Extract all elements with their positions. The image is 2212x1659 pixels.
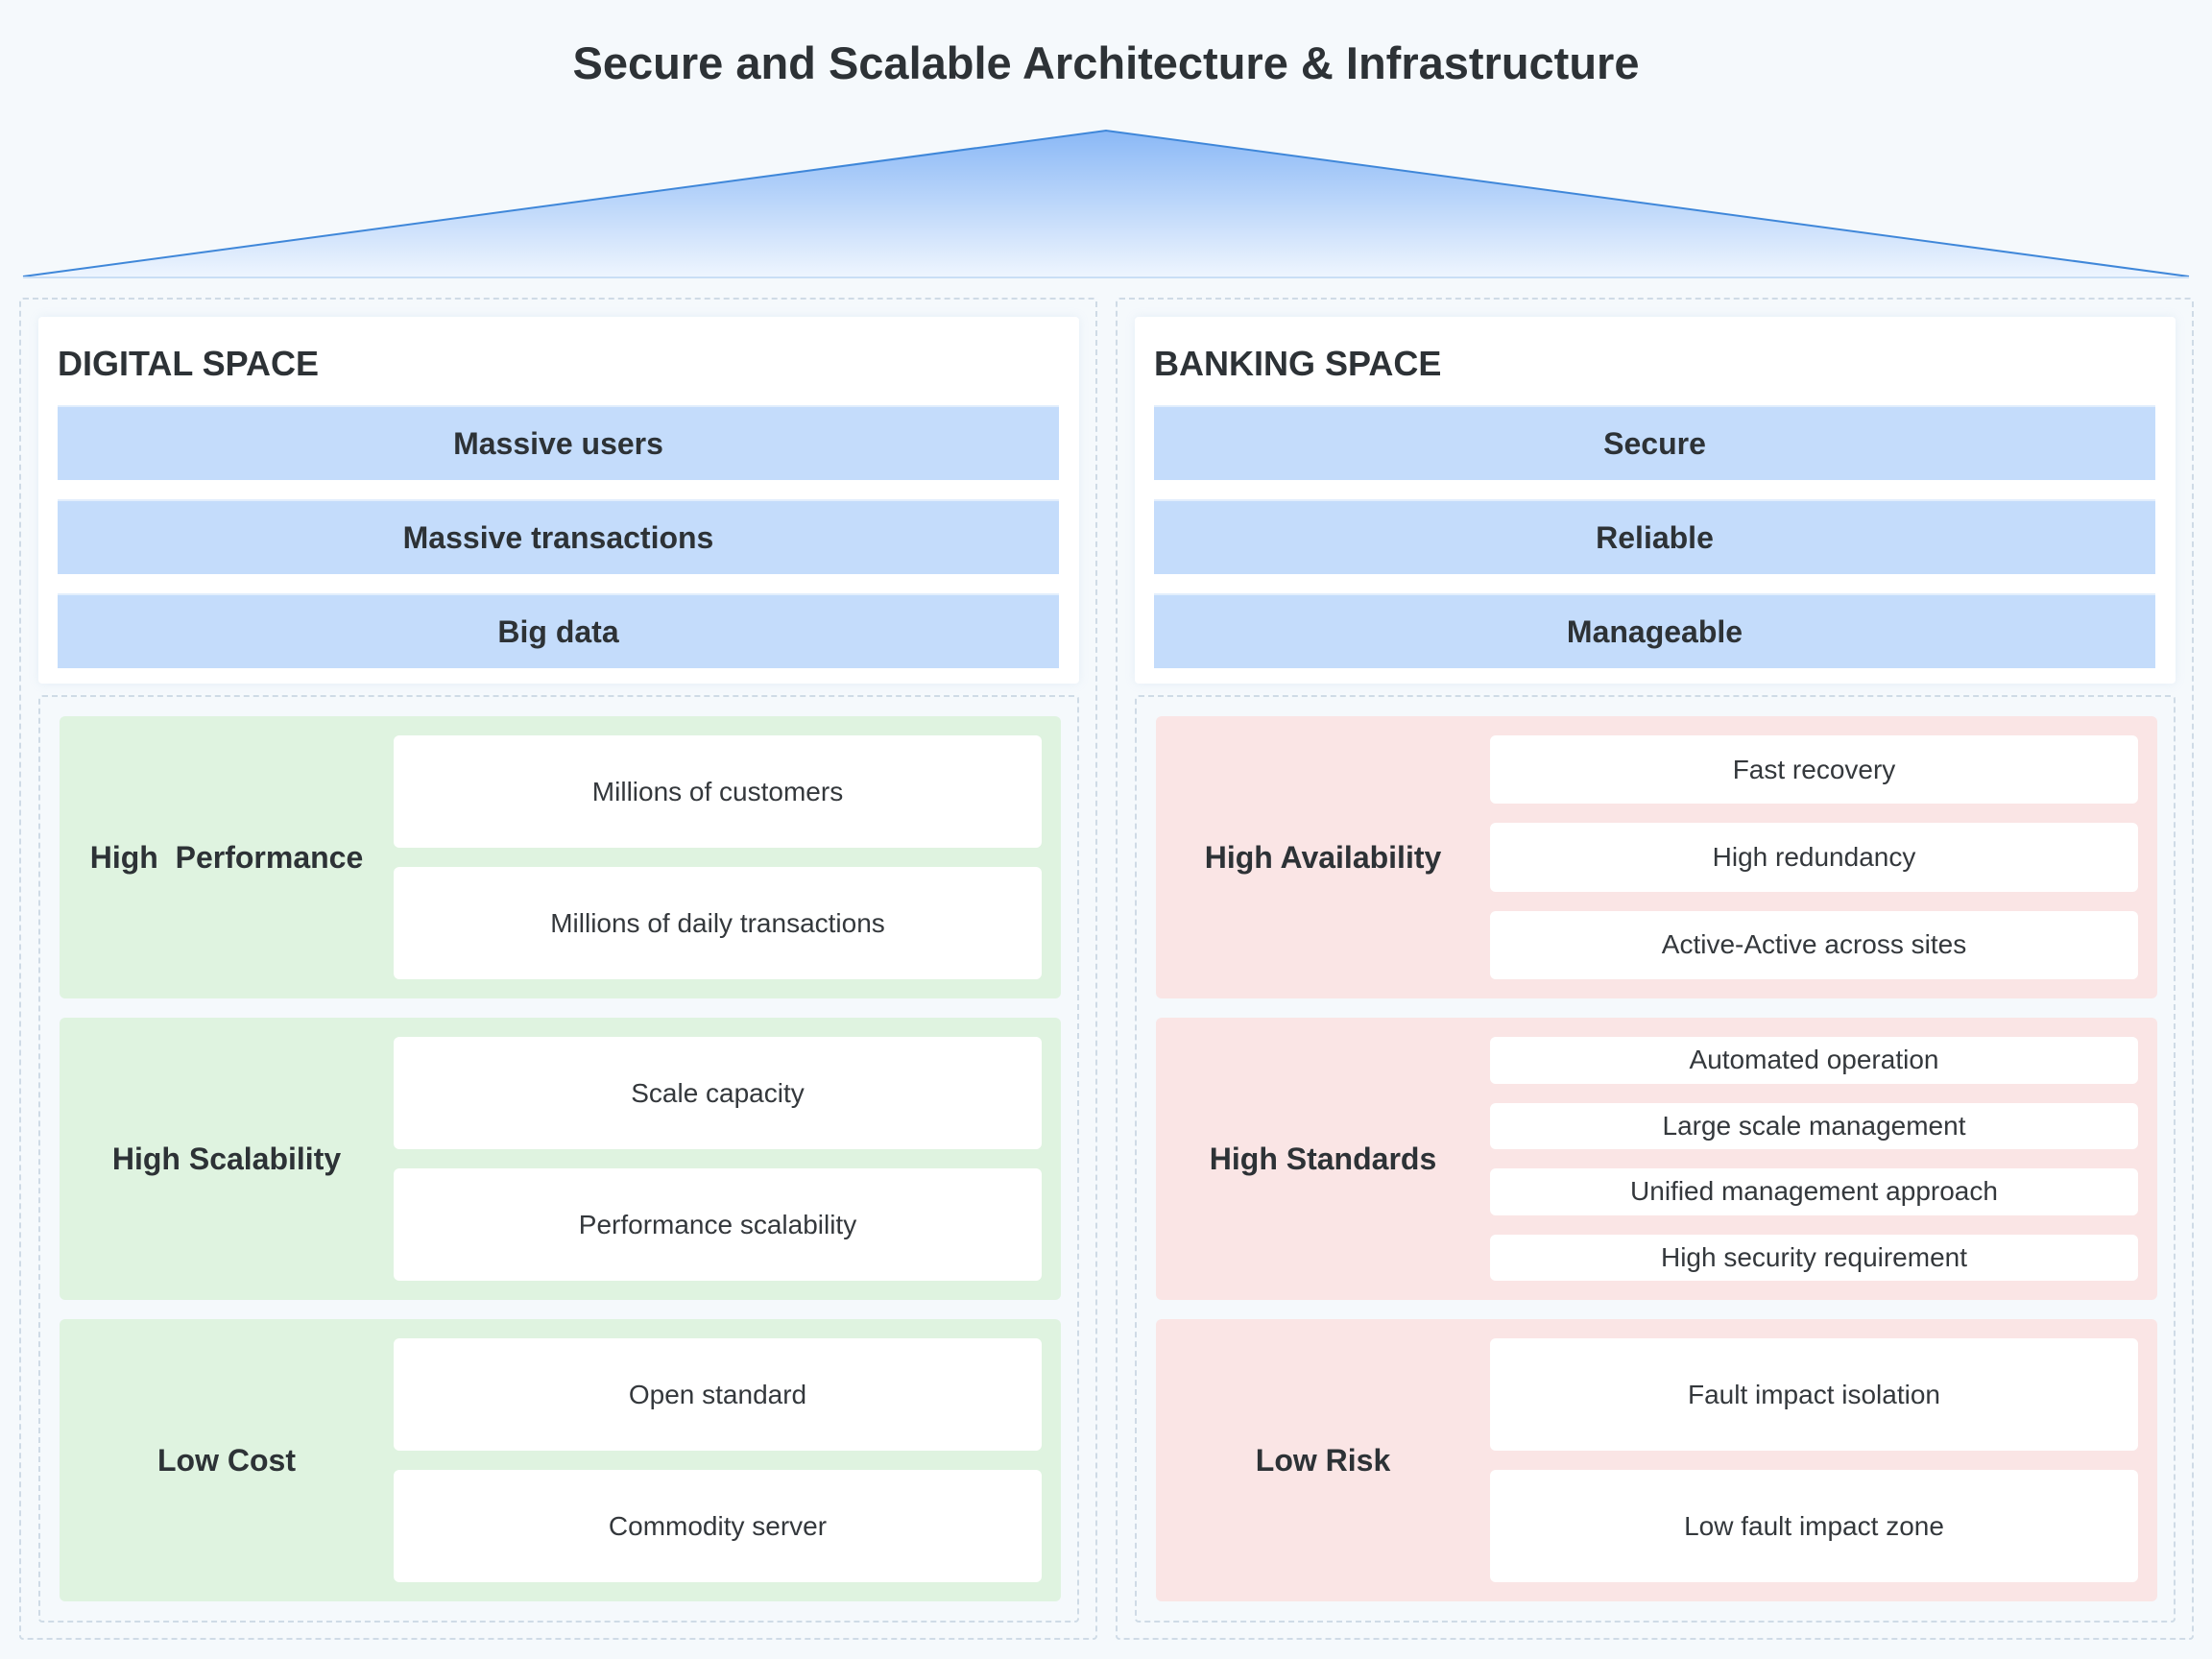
attr-item: Millions of customers <box>394 735 1042 848</box>
attr-label: High Scalability <box>111 1141 342 1176</box>
digital-space-column: DIGITAL SPACE Massive users Massive tran… <box>19 298 1097 1640</box>
attr-item: Large scale management <box>1490 1102 2138 1149</box>
banking-space-column: BANKING SPACE Secure Reliable Manageable… <box>1116 298 2194 1640</box>
attr-item: Open standard <box>394 1338 1042 1451</box>
attr-items: Fast recovery High redundancy Active-Act… <box>1490 735 2138 979</box>
digital-bar-big-data: Big data <box>58 593 1059 668</box>
attr-item: Unified management approach <box>1490 1168 2138 1215</box>
attr-item: Automated operation <box>1490 1037 2138 1084</box>
attr-items: Open standard Commodity server <box>394 1338 1042 1582</box>
attr-low-risk: Low Risk Fault impact isolation Low faul… <box>1156 1319 2157 1601</box>
attr-label: High Standards <box>1209 1141 1437 1176</box>
attr-high-standards: High Standards Automated operation Large… <box>1156 1018 2157 1300</box>
digital-attributes: High Performance Millions of customers M… <box>38 695 1079 1623</box>
banking-space-card: BANKING SPACE Secure Reliable Manageable <box>1135 317 2176 684</box>
digital-space-card: DIGITAL SPACE Massive users Massive tran… <box>38 317 1079 684</box>
attr-label: High Availability <box>1204 839 1442 875</box>
banking-attributes: High Availability Fast recovery High red… <box>1135 695 2176 1623</box>
attr-high-availability: High Availability Fast recovery High red… <box>1156 716 2157 998</box>
attr-items: Millions of customers Millions of daily … <box>394 735 1042 979</box>
attr-items: Fault impact isolation Low fault impact … <box>1490 1338 2138 1582</box>
attr-low-cost: Low Cost Open standard Commodity server <box>60 1319 1061 1601</box>
banking-bar-secure: Secure <box>1154 405 2155 480</box>
attr-high-scalability: High Scalability Scale capacity Performa… <box>60 1018 1061 1300</box>
banking-space-title: BANKING SPACE <box>1154 344 1442 383</box>
attr-items: Scale capacity Performance scalability <box>394 1037 1042 1281</box>
banking-bar-reliable: Reliable <box>1154 499 2155 574</box>
banking-bar-manageable: Manageable <box>1154 593 2155 668</box>
attr-label: Low Cost <box>157 1442 296 1478</box>
attr-item: Millions of daily transactions <box>394 867 1042 979</box>
attr-item: Low fault impact zone <box>1490 1470 2138 1582</box>
attr-label: Low Risk <box>1255 1442 1391 1478</box>
attr-high-performance: High Performance Millions of customers M… <box>60 716 1061 998</box>
digital-space-title: DIGITAL SPACE <box>58 344 320 383</box>
digital-bar-massive-transactions: Massive transactions <box>58 499 1059 574</box>
page-title: Secure and Scalable Architecture & Infra… <box>572 37 1640 88</box>
roof-triangle <box>22 129 2190 278</box>
attr-item: Fast recovery <box>1490 735 2138 805</box>
attr-item: Active-Active across sites <box>1490 910 2138 979</box>
attr-items: Automated operation Large scale manageme… <box>1490 1037 2138 1281</box>
attr-label: High Performance <box>89 839 364 875</box>
attr-item: Commodity server <box>394 1470 1042 1582</box>
attr-item: High redundancy <box>1490 823 2138 892</box>
digital-bar-massive-users: Massive users <box>58 405 1059 480</box>
attr-item: High security requirement <box>1490 1234 2138 1281</box>
attr-item: Scale capacity <box>394 1037 1042 1149</box>
attr-item: Fault impact isolation <box>1490 1338 2138 1451</box>
attr-item: Performance scalability <box>394 1168 1042 1281</box>
